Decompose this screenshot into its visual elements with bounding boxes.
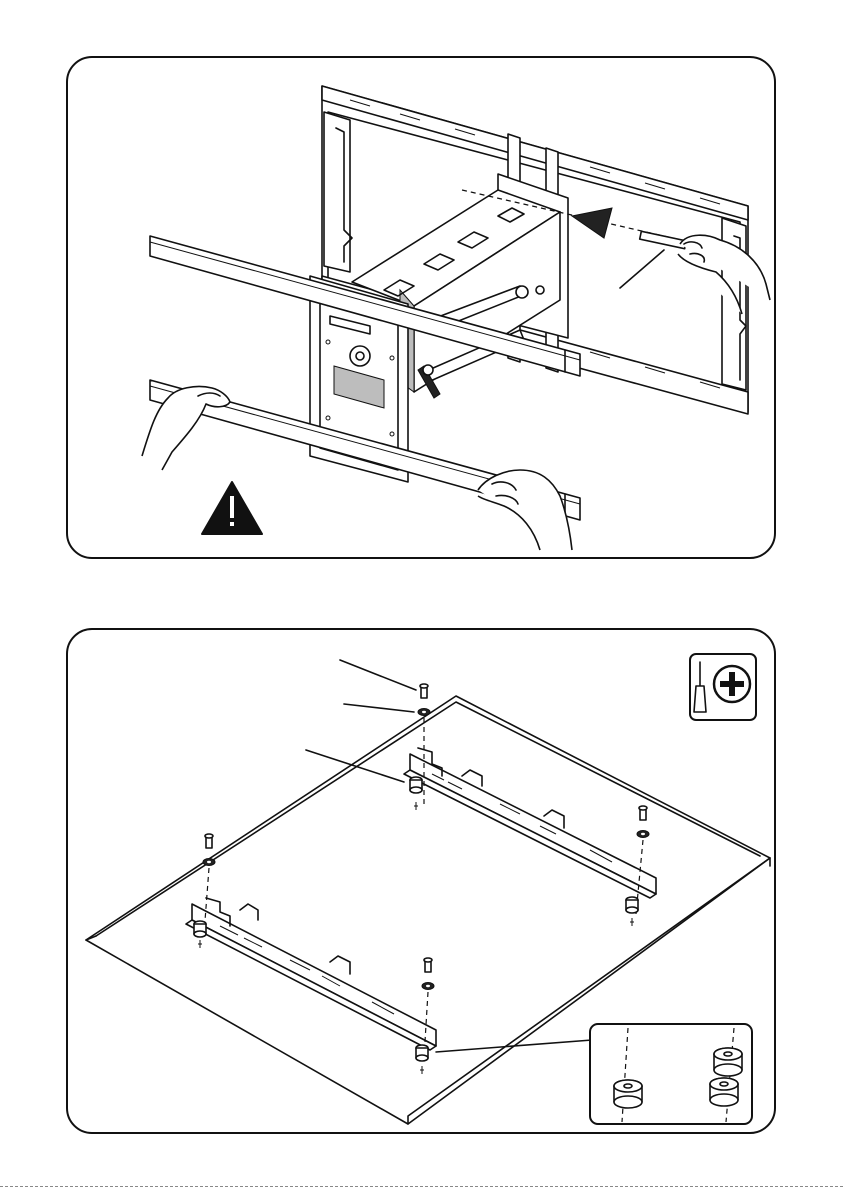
right-hand-bottom bbox=[478, 470, 572, 550]
page-footer-rule bbox=[0, 1186, 843, 1187]
bolt-callout-line bbox=[340, 660, 416, 690]
warning-icon bbox=[202, 482, 262, 534]
spacer-detail-2 bbox=[714, 1048, 742, 1076]
spacer-detail-3 bbox=[710, 1078, 738, 1106]
phillips-screwdriver-icon bbox=[690, 654, 756, 720]
spacer-detail-inset bbox=[590, 1024, 752, 1124]
spacer-detail-1 bbox=[614, 1080, 642, 1108]
washer-callout-line bbox=[344, 704, 414, 712]
